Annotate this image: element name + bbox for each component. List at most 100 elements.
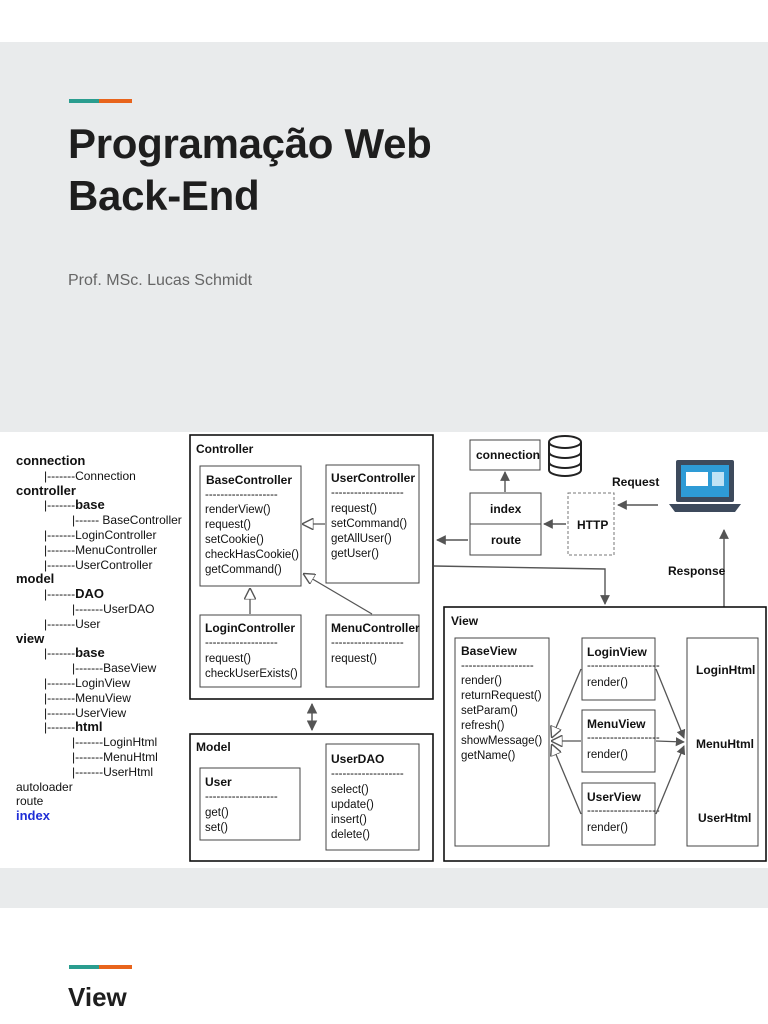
tree-item: connection [16, 453, 86, 468]
separator: ------------------- [587, 805, 660, 817]
method: set() [205, 822, 228, 834]
method: get() [205, 807, 229, 819]
tree-item: model [16, 571, 55, 587]
section-title: View [68, 982, 127, 1012]
login-controller-box: LoginController ------------------- requ… [199, 614, 302, 688]
user-model-box: User ------------------- get() set() [199, 767, 301, 841]
http-label: HTTP [577, 518, 608, 532]
separator: ------------------- [331, 487, 404, 499]
tree-item: |-------MenuView [44, 690, 131, 705]
http-box [567, 492, 615, 556]
method: setParam() [461, 705, 518, 717]
tree-item: |-------MenuHtml [72, 749, 158, 764]
tree-item: |-------base [44, 497, 105, 513]
menu-view-box: MenuView ------------------- render() [581, 709, 660, 773]
method: getName() [461, 750, 515, 762]
inherit-arrow [552, 745, 582, 815]
database-icon [548, 435, 582, 477]
tree-item: |------ BaseController [72, 513, 182, 528]
tree-item: |-------base [44, 645, 105, 661]
method: checkUserExists() [205, 668, 298, 680]
view-html-arrow [655, 745, 686, 815]
html-files-box: LoginHtml MenuHtml UserHtml [686, 637, 759, 847]
tree-item: |-------LoginController [44, 527, 157, 542]
controller-group-label: Controller [196, 442, 254, 456]
tree-item: view [16, 630, 45, 646]
tree-item: |-------Connection [44, 468, 136, 483]
laptop-icon [669, 460, 741, 512]
login-view-box: LoginView ------------------- render() [581, 637, 660, 701]
route-label: route [491, 533, 521, 547]
tree-item: |-------User [44, 616, 101, 631]
response-label: Response [668, 564, 726, 578]
separator: ------------------- [205, 489, 278, 501]
tree-item: |-------html [44, 719, 103, 735]
method: request() [205, 519, 251, 531]
base-controller-box: BaseController ------------------- rende… [199, 465, 302, 587]
method: select() [331, 784, 369, 796]
base-view-name: BaseView [461, 644, 517, 658]
method: render() [587, 749, 628, 761]
top-margin [0, 0, 768, 42]
method: showMessage() [461, 735, 542, 747]
user-model-name: User [205, 775, 232, 789]
view-html-arrow [655, 737, 685, 747]
method: refresh() [461, 720, 505, 732]
method: render() [461, 675, 502, 687]
view-html-arrow [655, 668, 686, 739]
user-view-box: UserView ------------------- render() [581, 782, 660, 846]
method: update() [331, 799, 374, 811]
tree-item: |-------UserDAO [72, 601, 155, 616]
tree-item: |-------UserView [44, 705, 127, 720]
request-label: Request [612, 475, 659, 489]
method: getCommand() [205, 564, 282, 576]
menu-view-name: MenuView [587, 717, 646, 731]
user-html-label: UserHtml [698, 811, 751, 825]
method: returnRequest() [461, 690, 542, 702]
method: getAllUser() [331, 533, 392, 545]
method: renderView() [205, 504, 271, 516]
separator: ------------------- [461, 660, 534, 672]
connection-box [469, 439, 541, 471]
menu-controller-name: MenuController [331, 621, 420, 635]
method: request() [205, 653, 251, 665]
method: insert() [331, 814, 367, 826]
tree-item: index [16, 808, 50, 824]
separator: ------------------- [587, 732, 660, 744]
user-view-name: UserView [587, 790, 641, 804]
user-dao-name: UserDAO [331, 752, 384, 766]
login-controller-name: LoginController [205, 621, 295, 635]
method: delete() [331, 829, 370, 841]
login-view-name: LoginView [587, 645, 647, 659]
menu-controller-box: MenuController ------------------- reque… [325, 614, 420, 688]
method: render() [587, 677, 628, 689]
user-dao-box: UserDAO ------------------- select() upd… [325, 743, 420, 851]
connection-label: connection [476, 448, 540, 462]
bottom-band [0, 868, 768, 908]
method: checkHasCookie() [205, 549, 299, 561]
inherit-arrow [304, 574, 373, 615]
method: setCookie() [205, 534, 264, 546]
tree-item: |-------UserHtml [72, 764, 154, 779]
method: setCommand() [331, 518, 407, 530]
separator: ------------------- [205, 791, 278, 803]
separator: ------------------- [331, 768, 404, 780]
author: Prof. MSc. Lucas Schmidt [68, 272, 253, 289]
tree-item: |-------LoginView [44, 675, 131, 690]
tree-item: |-------LoginHtml [72, 735, 158, 750]
tree-item: |-------MenuController [44, 542, 158, 557]
method: request() [331, 503, 377, 515]
title-line-1: Programação Web [68, 120, 432, 167]
title-slide [0, 42, 768, 432]
method: render() [587, 822, 628, 834]
architecture-diagram: Controller BaseController --------------… [189, 434, 767, 862]
tree-item: |-------UserController [44, 557, 153, 572]
base-view-box: BaseView ------------------- render() re… [454, 637, 550, 847]
controller-view-arrow [433, 565, 610, 605]
title-line-2: Back-End [68, 172, 260, 219]
index-label: index [490, 502, 522, 516]
method: request() [331, 653, 377, 665]
tree-item: |-------DAO [44, 586, 104, 602]
model-group-label: Model [196, 740, 231, 754]
login-html-label: LoginHtml [696, 663, 755, 677]
